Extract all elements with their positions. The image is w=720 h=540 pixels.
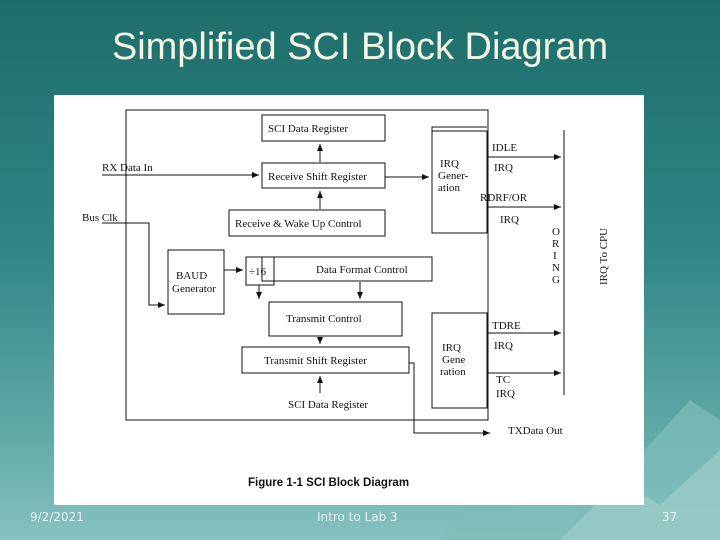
- label-sci-data-register-bottom: SCI Data Register: [288, 399, 368, 411]
- label-irq-gen-bottom-2: Gene: [442, 354, 465, 366]
- label-rdrf-irq: IRQ: [500, 214, 519, 226]
- sci-outer-boundary: [125, 109, 489, 421]
- label-oring-n: N: [552, 262, 560, 274]
- label-irq-gen-bottom-3: ration: [440, 366, 466, 378]
- figure-caption: Figure 1-1 SCI Block Diagram: [248, 477, 409, 489]
- label-oring-i: I: [553, 250, 557, 262]
- slide-title: Simplified SCI Block Diagram: [111, 26, 609, 68]
- label-tc: TC: [496, 374, 510, 386]
- label-receive-wakeup-control: Receive & Wake Up Control: [235, 218, 362, 230]
- diagram-panel: SCI Data Register Receive Shift Register…: [54, 95, 644, 505]
- label-tx-data-out: TXData Out: [508, 425, 563, 437]
- transmit-shift-register-box: [241, 346, 410, 374]
- label-irq-gen-top-3: ation: [438, 182, 460, 194]
- label-tdre: TDRE: [492, 320, 521, 332]
- label-data-format-control: Data Format Control: [316, 264, 408, 276]
- footer-date: 9/2/2021: [30, 510, 84, 524]
- label-oring-g: G: [552, 274, 560, 286]
- label-sci-data-register-top: SCI Data Register: [268, 123, 348, 135]
- label-irq-gen-top-2: Gener-: [438, 170, 469, 182]
- label-tdre-irq: IRQ: [494, 340, 513, 352]
- receive-wakeup-control-box: [228, 209, 386, 237]
- page-number: 37: [662, 510, 678, 524]
- label-irq-gen-top-1: IRQ: [440, 158, 459, 170]
- label-bus-clk: Bus Clk: [82, 212, 118, 224]
- label-rx-data-in: RX Data In: [102, 162, 153, 174]
- label-generator: Generator: [172, 283, 216, 295]
- label-oring-r: R: [552, 238, 560, 250]
- footer-text: Intro to Lab 3: [317, 510, 398, 524]
- label-transmit-control: Transmit Control: [286, 313, 362, 325]
- label-irq-gen-bottom-1: IRQ: [442, 342, 461, 354]
- label-baud: BAUD: [176, 270, 207, 282]
- data-format-control-box: [261, 256, 433, 282]
- baud-generator-box: [167, 249, 225, 315]
- label-irq-to-cpu: IRQ To CPU: [598, 228, 610, 285]
- irq-generation-top-box: [431, 130, 488, 234]
- label-idle: IDLE: [492, 142, 517, 154]
- sci-block-diagram: SCI Data Register Receive Shift Register…: [82, 109, 610, 489]
- receive-shift-register-box: [261, 162, 386, 189]
- label-divide-16: ÷16: [249, 266, 267, 278]
- label-oring-o: O: [552, 226, 560, 238]
- label-receive-shift-register: Receive Shift Register: [268, 171, 367, 183]
- label-tc-irq: IRQ: [496, 388, 515, 400]
- divide-16-box: [245, 256, 275, 286]
- sci-data-register-top-box: [261, 114, 386, 142]
- transmit-control-box: [268, 301, 403, 337]
- label-transmit-shift-register: Transmit Shift Register: [264, 355, 367, 367]
- label-idle-irq: IRQ: [494, 162, 513, 174]
- irq-generation-bottom-box: [431, 312, 488, 409]
- label-rdrf-or: RDRF/OR: [480, 192, 528, 204]
